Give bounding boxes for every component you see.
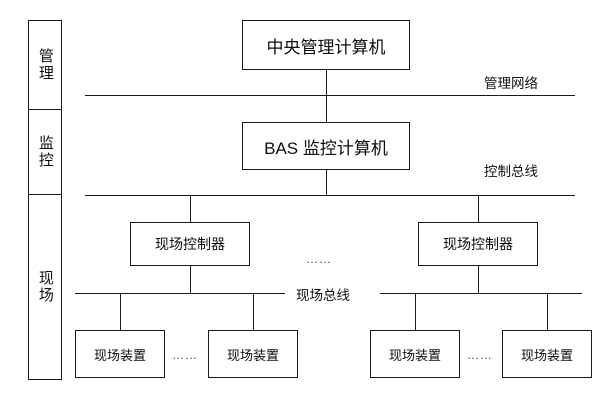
link-controller-right-to-field-bus bbox=[478, 266, 479, 293]
bus-management-network-line bbox=[85, 95, 575, 96]
link-management-network-to-bas bbox=[326, 95, 327, 122]
node-field-controller-left-label: 现场控制器 bbox=[155, 236, 225, 252]
ellipsis-controllers: …… bbox=[306, 252, 332, 266]
node-field-device-4-label: 现场装置 bbox=[520, 347, 573, 363]
bus-field-line-right bbox=[380, 293, 582, 294]
node-field-device-3-label: 现场装置 bbox=[388, 347, 441, 363]
node-bas-supervisory-computer-label: BAS 监控计算机 bbox=[264, 138, 388, 158]
node-central-management-computer-label: 中央管理计算机 bbox=[266, 37, 386, 57]
link-control-bus-to-controller-left bbox=[190, 195, 191, 222]
tier-sidebar: 管理 监控 现场 bbox=[28, 20, 62, 380]
bus-field-label: 现场总线 bbox=[296, 288, 350, 303]
node-field-device-1[interactable]: 现场装置 bbox=[75, 330, 165, 378]
tier-field-label: 现场 bbox=[36, 270, 54, 304]
link-field-bus-to-device-1 bbox=[120, 293, 121, 330]
link-bas-to-control-bus bbox=[326, 170, 327, 195]
ellipsis-devices-left: …… bbox=[172, 348, 198, 362]
tier-management: 管理 bbox=[29, 21, 61, 109]
bus-control-label: 控制总线 bbox=[484, 164, 538, 179]
bus-management-network-label: 管理网络 bbox=[484, 76, 538, 91]
link-field-bus-to-device-4 bbox=[547, 293, 548, 330]
tier-supervisory-label: 监控 bbox=[36, 134, 54, 169]
tier-supervisory: 监控 bbox=[29, 109, 61, 194]
ellipsis-devices-right: …… bbox=[467, 348, 493, 362]
node-field-device-2-label: 现场装置 bbox=[226, 347, 279, 363]
node-field-device-1-label: 现场装置 bbox=[93, 347, 146, 363]
bus-field-line-left bbox=[75, 293, 285, 294]
node-field-controller-left[interactable]: 现场控制器 bbox=[130, 222, 250, 266]
bus-control-line bbox=[85, 195, 575, 196]
node-field-controller-right[interactable]: 现场控制器 bbox=[418, 222, 538, 266]
node-field-device-3[interactable]: 现场装置 bbox=[370, 330, 460, 378]
link-controller-left-to-field-bus bbox=[190, 266, 191, 293]
tier-divider-2 bbox=[29, 194, 61, 195]
node-bas-supervisory-computer[interactable]: BAS 监控计算机 bbox=[242, 122, 410, 170]
node-field-device-4[interactable]: 现场装置 bbox=[502, 330, 592, 378]
tier-field: 现场 bbox=[29, 194, 61, 380]
link-central-to-management-network bbox=[326, 70, 327, 95]
link-field-bus-to-device-2 bbox=[253, 293, 254, 330]
node-field-controller-right-label: 现场控制器 bbox=[443, 236, 513, 252]
link-control-bus-to-controller-right bbox=[478, 195, 479, 222]
node-central-management-computer[interactable]: 中央管理计算机 bbox=[242, 20, 410, 70]
tier-divider-1 bbox=[29, 109, 61, 110]
node-field-device-2[interactable]: 现场装置 bbox=[208, 330, 298, 378]
tier-management-label: 管理 bbox=[36, 48, 54, 82]
link-field-bus-to-device-3 bbox=[415, 293, 416, 330]
